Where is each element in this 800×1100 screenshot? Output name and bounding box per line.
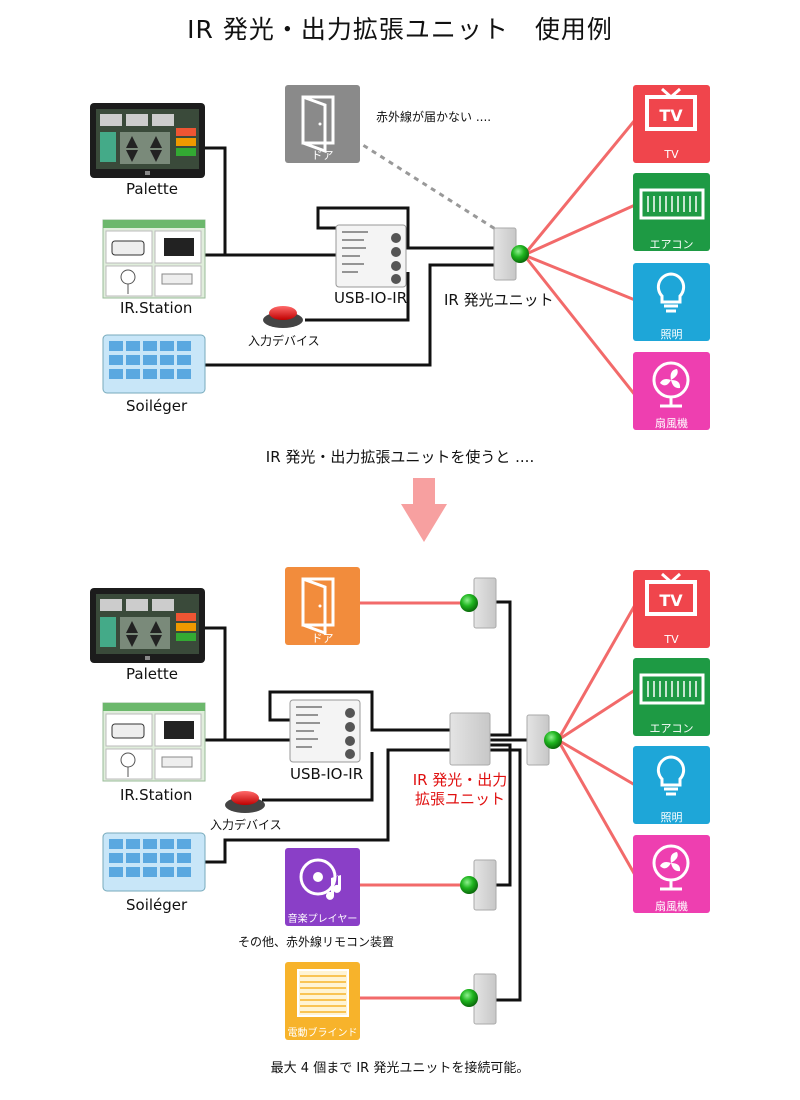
palette-label: Palette <box>126 180 178 198</box>
soileger-panel <box>102 832 206 892</box>
input-button <box>225 791 265 813</box>
page-title: IR 発光・出力拡張ユニット 使用例 <box>187 15 613 44</box>
soileger-label: Soiléger <box>126 397 188 415</box>
fan-tile <box>633 835 710 913</box>
irstation-label: IR.Station <box>120 299 193 317</box>
light-caption: 照明 <box>660 811 683 824</box>
palette-label: Palette <box>126 665 178 683</box>
blind-caption: 電動ブラインド <box>287 1028 358 1039</box>
door-active-tile <box>285 567 360 645</box>
aircon-tile <box>633 173 710 251</box>
palette-tablet <box>90 103 205 178</box>
ir-emitter-unit <box>493 227 529 281</box>
ir-emitter-unit <box>460 859 497 911</box>
ir-unit-label: IR 発光ユニット <box>444 291 554 309</box>
ext-unit-label-line2: 拡張ユニット <box>414 790 505 808</box>
footer-note: 最大 4 個まで IR 発光ユニットを接続可能。 <box>270 1061 530 1076</box>
usbio-label: USB-IO-IR <box>334 289 408 307</box>
fan-tile <box>633 352 710 430</box>
door-caption: ドア <box>311 149 334 162</box>
door-blocked-tile <box>285 85 360 163</box>
light-tile <box>633 263 710 341</box>
tv-caption: TV <box>664 148 679 161</box>
soileger-panel <box>102 334 206 394</box>
palette-tablet <box>90 588 205 663</box>
svg-text:TV: TV <box>659 106 683 125</box>
aircon-tile <box>633 658 710 736</box>
down-arrow-icon <box>401 478 447 542</box>
fan-caption: 扇風機 <box>655 900 688 913</box>
other-remote-note: その他、赤外線リモコン装置 <box>238 935 395 949</box>
music-player-tile <box>285 848 360 926</box>
fan-caption: 扇風機 <box>655 417 688 430</box>
tv-tile: TV <box>633 85 710 163</box>
ir-emitter-unit <box>460 973 497 1025</box>
blind-tile <box>285 962 360 1040</box>
usbio-box <box>335 224 407 288</box>
usbio-box <box>289 699 361 763</box>
light-caption: 照明 <box>660 328 683 341</box>
input-device-label: 入力デバイス <box>210 818 282 832</box>
usbio-label: USB-IO-IR <box>290 765 364 783</box>
input-device-label: 入力デバイス <box>248 334 320 348</box>
tv-tile: TV <box>633 570 710 648</box>
tv-caption: TV <box>664 633 679 646</box>
light-tile <box>633 746 710 824</box>
blocked-ir-path <box>354 138 501 234</box>
soileger-label: Soiléger <box>126 896 188 914</box>
svg-text:TV: TV <box>659 591 683 610</box>
irstation-panel <box>102 702 206 782</box>
door-caption: ドア <box>311 632 334 645</box>
transition-text: IR 発光・出力拡張ユニットを使うと .... <box>265 448 535 466</box>
music-caption: 音楽プレイヤー <box>287 914 358 925</box>
ext-unit-label-line1: IR 発光・出力 <box>412 771 508 789</box>
bottom-wires <box>205 600 530 1002</box>
ext-unit <box>449 712 491 766</box>
top-wires <box>205 146 498 367</box>
input-button <box>263 306 303 328</box>
irstation-label: IR.Station <box>120 786 193 804</box>
ir-emitter-unit <box>460 577 497 629</box>
top-ir-beams <box>522 119 637 396</box>
irstation-panel <box>102 219 206 299</box>
ir-emitter-unit <box>526 714 562 766</box>
aircon-caption: エアコン <box>649 722 694 735</box>
aircon-caption: エアコン <box>649 238 694 251</box>
ir-blocked-note: 赤外線が届かない .... <box>376 110 492 124</box>
bottom-ir-beams <box>360 601 637 1000</box>
